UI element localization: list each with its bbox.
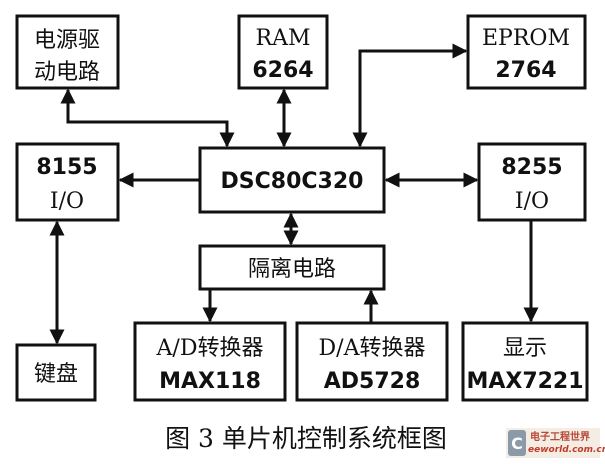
display-label-2: MAX7221 bbox=[466, 369, 583, 394]
watermark-line-2: eeworld.com.cn bbox=[528, 445, 605, 455]
power-driver-block: 电源驱 动电路 bbox=[15, 14, 120, 90]
dac-block: D/A转换器 AD5728 bbox=[295, 321, 449, 402]
io-8255-label-2: I/O bbox=[515, 189, 549, 214]
dac-label-2: AD5728 bbox=[324, 369, 421, 394]
adc-block: A/D转换器 MAX118 bbox=[133, 321, 287, 402]
io-8255-block: 8255 I/O bbox=[477, 142, 587, 222]
mcu-label: DSC80C320 bbox=[221, 169, 364, 194]
io-8155-label-1: 8155 bbox=[36, 155, 97, 180]
io-8155-label-2: I/O bbox=[50, 189, 84, 214]
keyboard-block: 键盘 bbox=[15, 343, 97, 402]
isolation-block: 隔离电路 bbox=[198, 244, 386, 291]
power-driver-label-1: 电源驱 bbox=[34, 28, 100, 53]
display-block: 显示 MAX7221 bbox=[461, 321, 589, 402]
connectors bbox=[49, 43, 539, 345]
adc-label-2: MAX118 bbox=[159, 369, 261, 394]
eprom-label-2: 2764 bbox=[495, 58, 556, 83]
eprom-label-1: EPROM bbox=[482, 26, 570, 51]
watermark-line-1: 电子工程世界 bbox=[530, 430, 590, 443]
arrow-mcu-eprom bbox=[352, 43, 468, 148]
adc-label-1: A/D转换器 bbox=[156, 336, 264, 361]
eeworld-watermark-logo: C 电子工程世界 eeworld.com.cn bbox=[506, 428, 605, 458]
power-driver-label-2: 动电路 bbox=[34, 60, 100, 85]
io-8255-label-1: 8255 bbox=[501, 155, 562, 180]
keyboard-label: 键盘 bbox=[34, 362, 78, 387]
dac-label-1: D/A转换器 bbox=[319, 336, 426, 361]
mcu-block: DSC80C320 bbox=[198, 146, 386, 214]
svg-text:C: C bbox=[511, 434, 523, 453]
io-8155-block: 8155 I/O bbox=[15, 142, 120, 222]
arrow-mcu-power bbox=[60, 88, 235, 148]
isolation-label: 隔离电路 bbox=[248, 257, 336, 282]
display-label-1: 显示 bbox=[503, 336, 547, 361]
figure-caption: 图 3 单片机控制系统框图 bbox=[165, 424, 447, 453]
ram-label-2: 6264 bbox=[252, 58, 313, 83]
ram-block: RAM 6264 bbox=[237, 14, 329, 90]
eprom-block: EPROM 2764 bbox=[466, 14, 587, 90]
ram-label-1: RAM bbox=[256, 26, 311, 51]
